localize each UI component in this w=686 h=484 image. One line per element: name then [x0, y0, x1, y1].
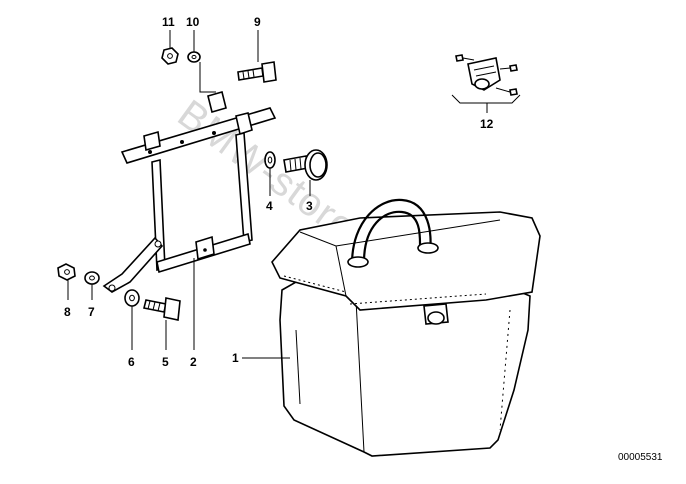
- bolt-9: [237, 61, 277, 83]
- mounting-bracket: [102, 91, 277, 293]
- document-number: 00005531: [618, 452, 663, 463]
- callout-12: 12: [480, 117, 494, 131]
- callout-6: 6: [128, 355, 135, 369]
- callout-3: 3: [306, 199, 313, 213]
- washer-6: [124, 289, 140, 307]
- lock-set: [451, 54, 521, 113]
- callout-9: 9: [254, 15, 261, 29]
- callout-11: 11: [162, 15, 175, 29]
- nut-8: [57, 263, 76, 281]
- bolt-5: [143, 297, 181, 321]
- nut-11: [161, 47, 179, 65]
- callout-8: 8: [64, 305, 71, 319]
- callout-4: 4: [266, 199, 273, 213]
- callout-7: 7: [88, 305, 95, 319]
- callout-10: 10: [186, 15, 200, 29]
- washer-4: [264, 151, 276, 169]
- case: [271, 198, 541, 457]
- callout-labels: 1 2 3 4 5 6 7 8 9 10 11 12: [64, 15, 494, 369]
- callout-5: 5: [162, 355, 169, 369]
- washer-7: [84, 271, 100, 285]
- callout-2: 2: [190, 355, 197, 369]
- washer-10: [187, 51, 201, 63]
- callout-1: 1: [232, 351, 239, 365]
- knob-screw: [283, 149, 328, 181]
- leader-lines: [67, 30, 311, 359]
